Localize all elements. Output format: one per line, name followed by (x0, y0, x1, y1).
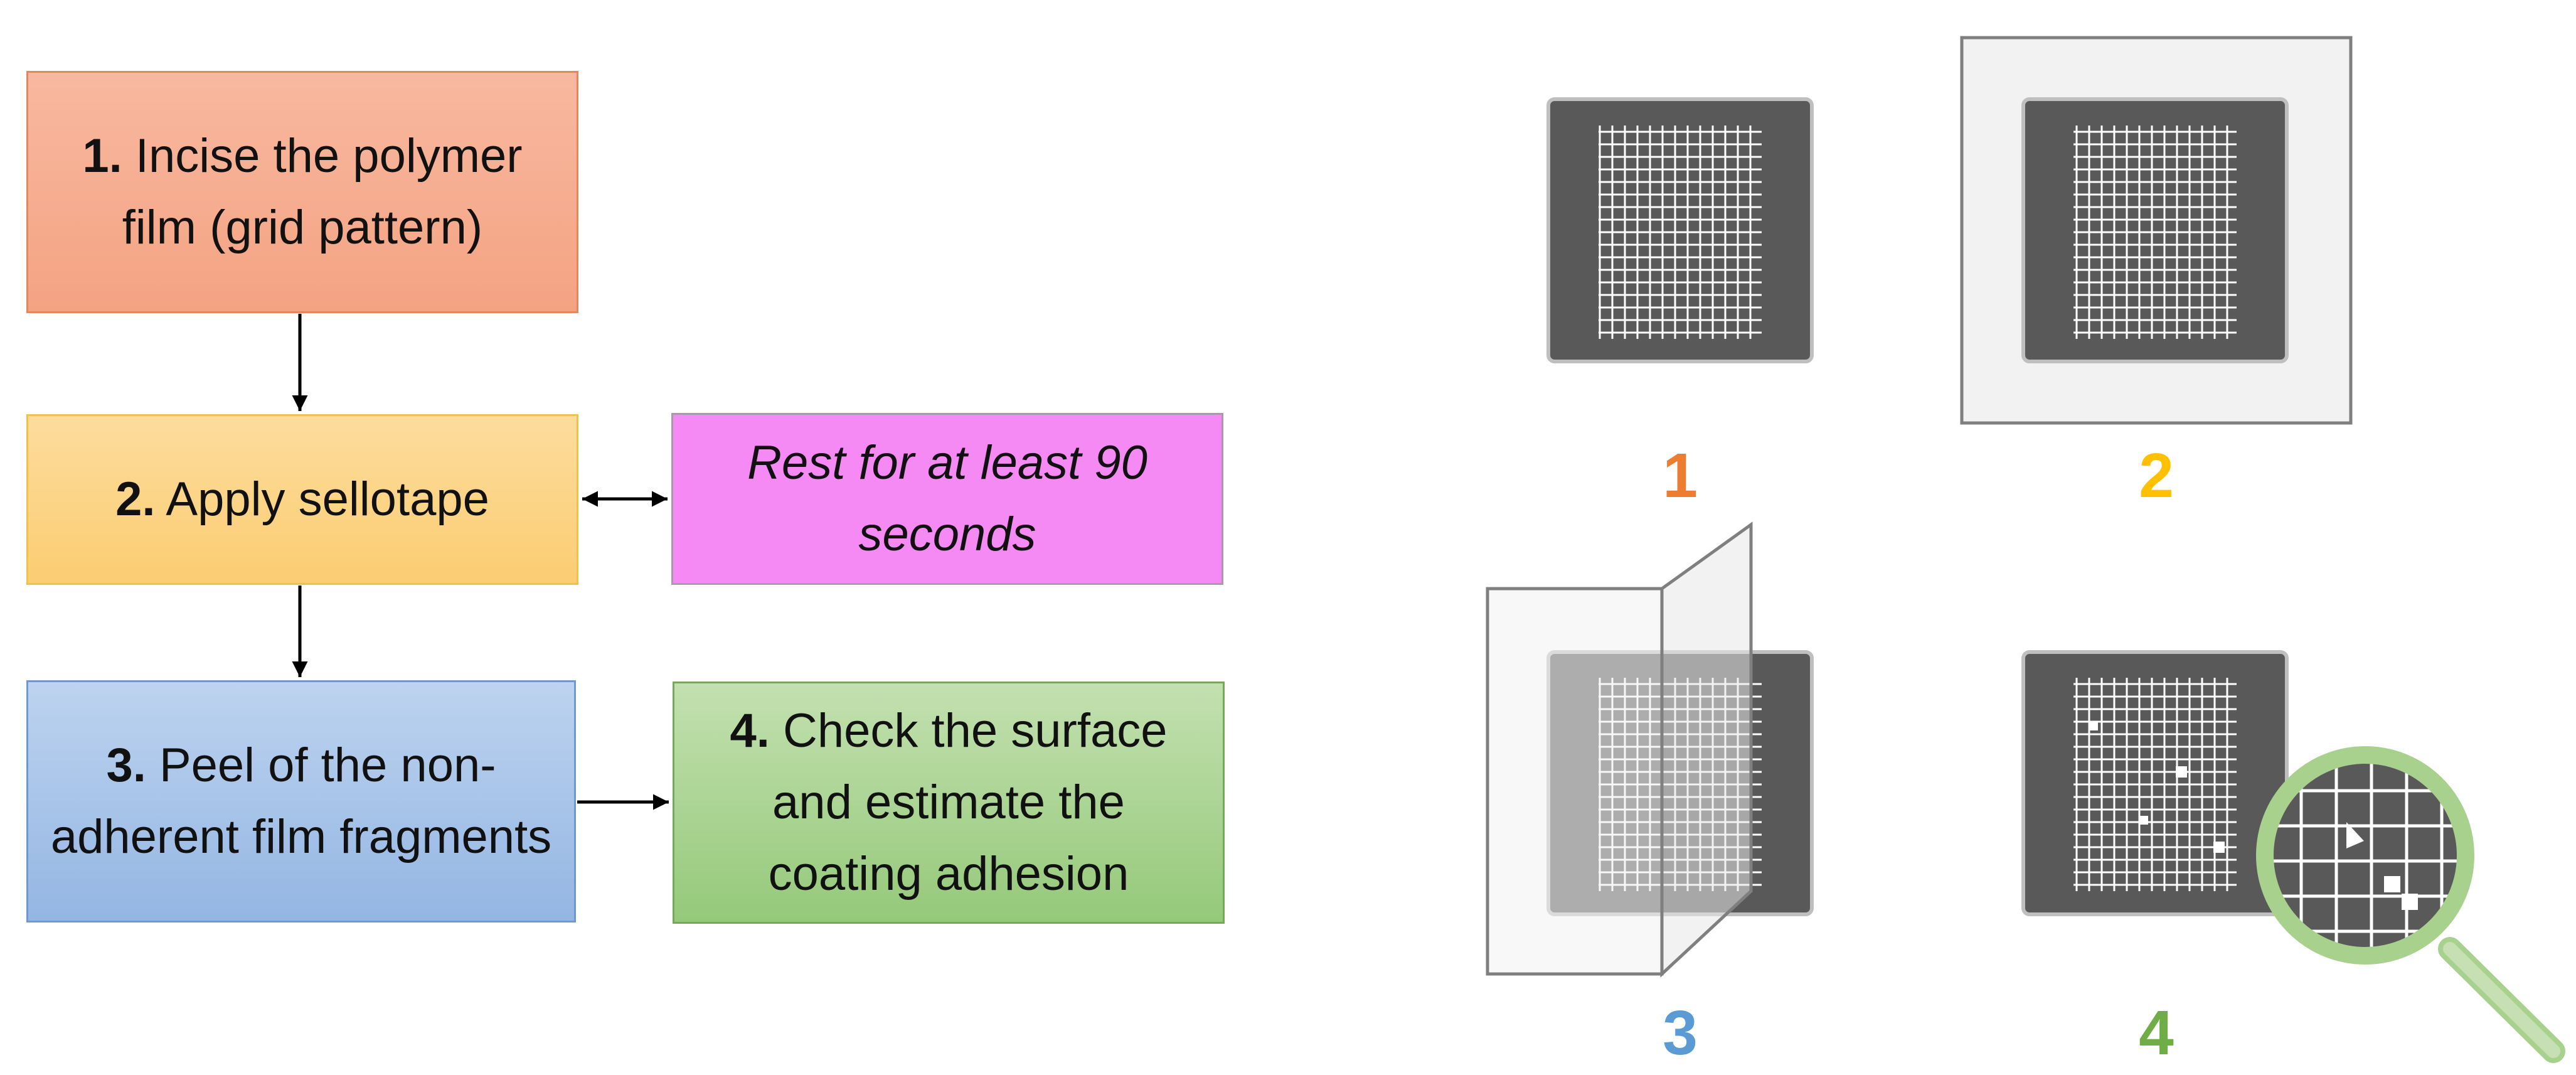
step-2-text: Apply sellotape (155, 473, 489, 526)
step-1-text: Incise the polymer film (grid pattern) (122, 129, 523, 254)
magnifier-icon (2256, 746, 2565, 1063)
step-4-number: 4. (730, 704, 770, 757)
panel-label-1: 1 (1663, 441, 1698, 511)
step-2-box: 2. Apply sellotape (26, 414, 578, 585)
step-4-text: Check the surface and estimate the coati… (768, 704, 1168, 901)
tape-sheet (1486, 587, 1664, 976)
panel-1-sample (1546, 97, 1814, 363)
step-3-text: Peel of the non-adherent film fragments (50, 739, 552, 864)
rest-box: Rest for at least 90 seconds (671, 413, 1223, 585)
panel-label-4: 4 (2139, 998, 2174, 1068)
panel-label-3: 3 (1663, 998, 1698, 1068)
step-1-box: 1. Incise the polymer film (grid pattern… (26, 71, 578, 313)
tape-fold (1660, 521, 1753, 978)
panel-label-2: 2 (2139, 441, 2174, 511)
panel-3-sample (1486, 521, 1814, 978)
step-3-box: 3. Peel of the non-adherent film fragmen… (26, 680, 576, 923)
rest-text: Rest for at least 90 seconds (747, 436, 1147, 561)
step-2-number: 2. (115, 473, 156, 526)
panel-2-sample (1960, 36, 2353, 425)
step-4-box: 4. Check the surface and estimate the co… (673, 682, 1225, 924)
step-1-number: 1. (82, 129, 122, 183)
panel-4-sample (2021, 650, 2289, 916)
step-3-number: 3. (106, 739, 146, 792)
